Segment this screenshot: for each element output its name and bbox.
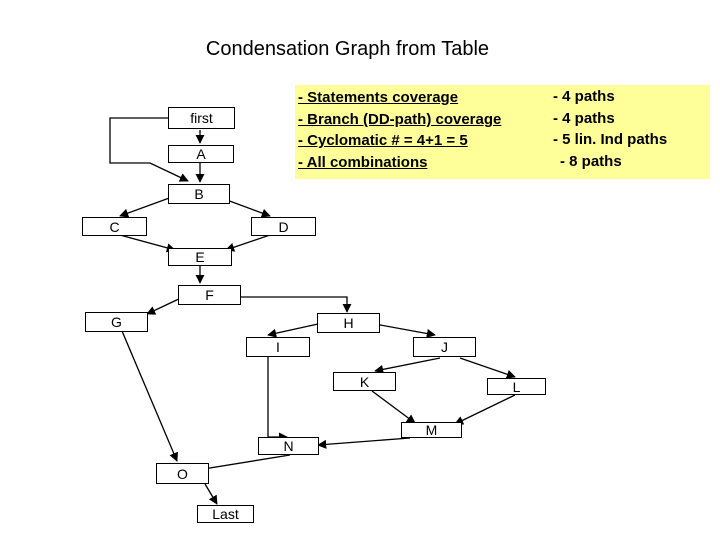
coverage-metric: - All combinations (298, 154, 428, 171)
edge-j-to-l (459, 357, 516, 379)
edge-m-to-n (317, 437, 411, 449)
edge-h-to-i (267, 323, 319, 338)
node-m: M (401, 422, 462, 438)
edge-d-to-e (225, 234, 271, 252)
diagram-title: Condensation Graph from Table (205, 38, 490, 60)
node-n: N (258, 437, 319, 455)
node-last: Last (197, 505, 254, 523)
coverage-paths: - 4 paths (553, 110, 615, 127)
node-e: E (168, 248, 232, 266)
coverage-metric: - Statements coverage (298, 89, 459, 106)
coverage-paths: - 5 lin. Ind paths (553, 131, 668, 148)
edge-j-to-k (374, 357, 441, 374)
node-j: J (413, 337, 476, 357)
coverage-row-combinations: - All combinations (298, 153, 427, 173)
edge-g-to-o (121, 330, 178, 462)
coverage-paths: - 8 paths (560, 153, 622, 170)
edge-h-to-j (374, 323, 436, 338)
coverage-row-statements: - Statements coverage (298, 88, 458, 108)
coverage-row-branch: - Branch (DD-path) coverage (298, 110, 501, 130)
node-l: L (487, 378, 546, 395)
edge-first-to-b (109, 117, 189, 182)
node-o: O (156, 463, 209, 484)
coverage-note: - Statements coverage - 4 paths - Branch… (295, 85, 710, 179)
coverage-paths: - 4 paths (553, 88, 615, 105)
coverage-row-cyclomatic: - Cyclomatic # = 4+1 = 5 (298, 131, 468, 151)
edge-c-to-e (119, 234, 176, 253)
node-c: C (82, 217, 147, 236)
edge-o-to-last (204, 483, 218, 505)
coverage-metric: - Branch (DD-path) coverage (298, 111, 502, 128)
node-f: F (178, 285, 241, 305)
node-k: K (333, 372, 396, 391)
node-first: first (168, 107, 235, 129)
node-b: B (168, 184, 230, 204)
node-i: I (246, 337, 310, 357)
edge-f-to-h (220, 296, 352, 313)
node-d: D (251, 217, 316, 236)
edge-l-to-m (454, 394, 516, 425)
node-a: A (168, 145, 234, 163)
edge-f-to-g (146, 296, 184, 315)
node-h: H (317, 313, 380, 333)
edge-k-to-m (371, 390, 416, 424)
coverage-metric: - Cyclomatic # = 4+1 = 5 (298, 132, 468, 149)
edge-i-to-n (267, 356, 288, 442)
node-g: G (85, 312, 148, 332)
